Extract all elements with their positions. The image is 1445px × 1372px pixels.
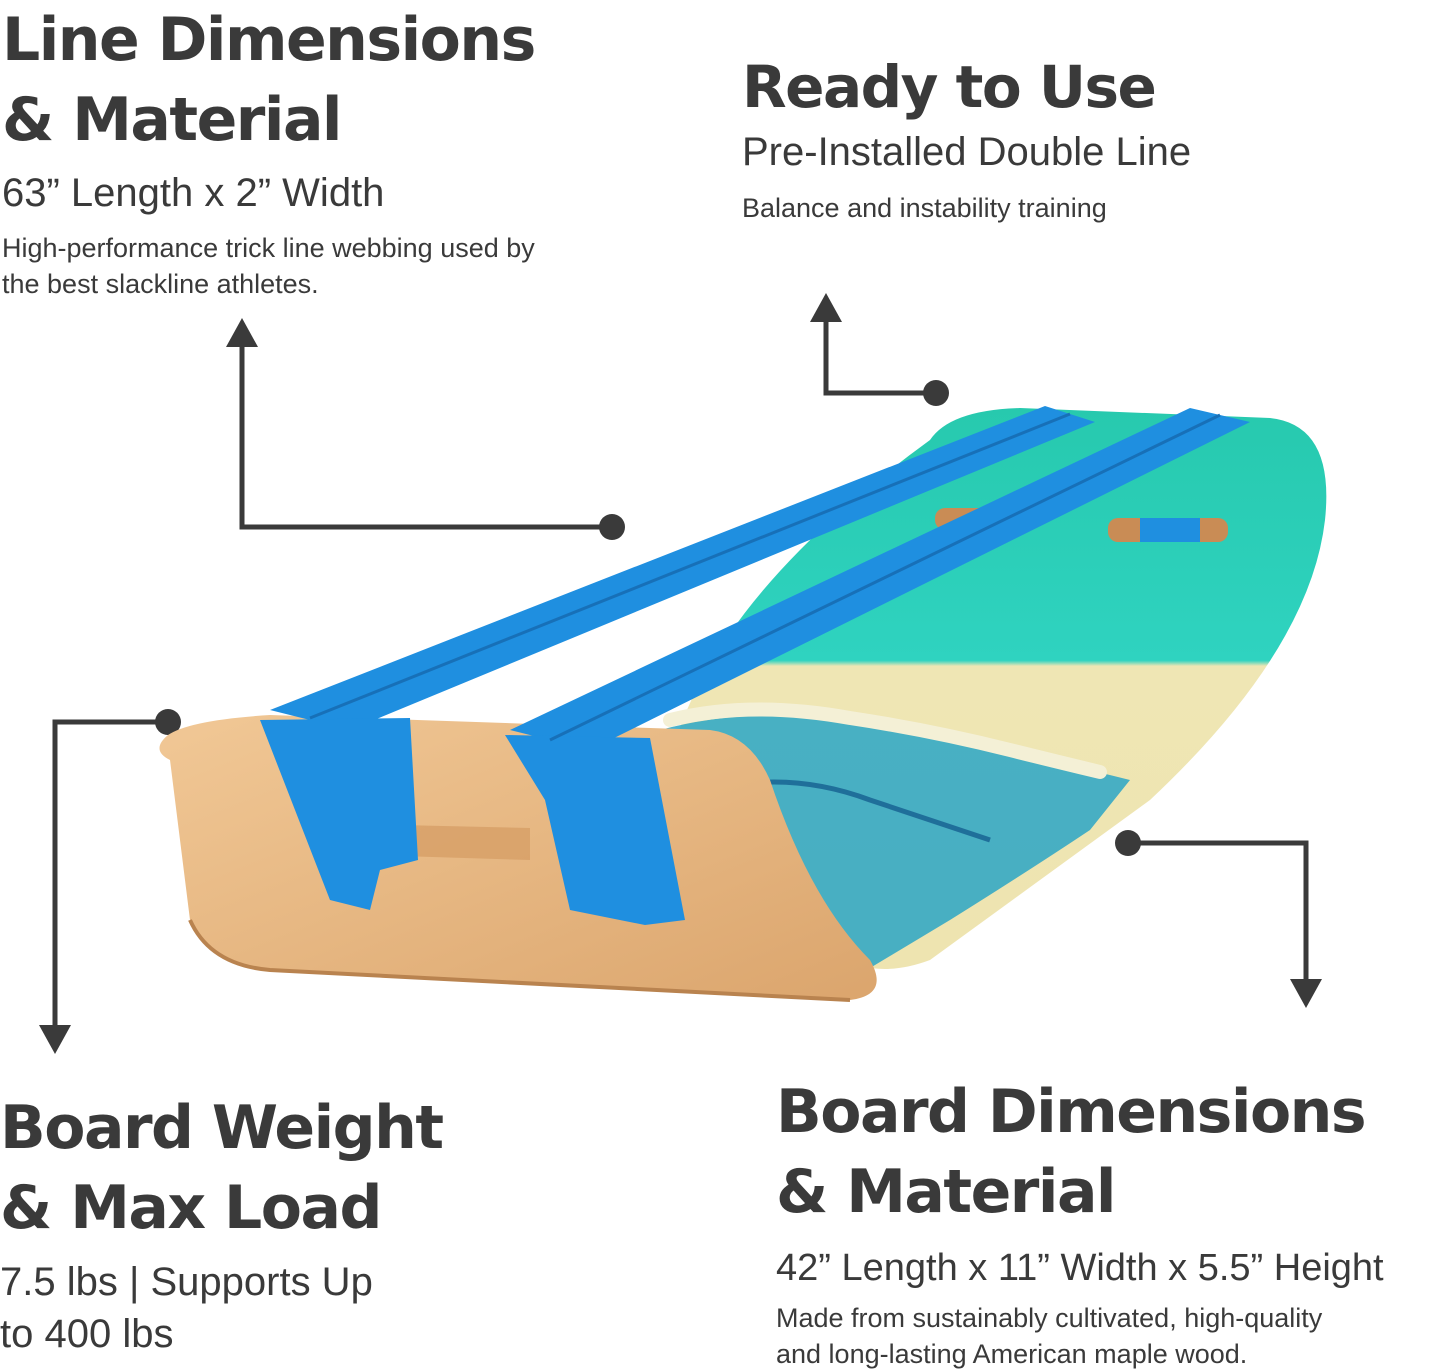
callout-spec: to 400 lbs xyxy=(0,1312,174,1356)
connector-board-weight xyxy=(52,719,168,1035)
callout-title: Ready to Use xyxy=(742,53,1157,121)
callout-board-dimensions: Board Dimensions & Material 42” Length x… xyxy=(776,1072,1444,1372)
connector-dot-line xyxy=(599,514,625,540)
callout-title: Board Dimensions xyxy=(776,1077,1367,1147)
callout-description: and long-lasting American maple wood. xyxy=(776,1339,1248,1369)
connector-board-dimensions xyxy=(1128,840,1309,990)
callout-title: Board Weight xyxy=(0,1093,444,1163)
connector-ready-to-use xyxy=(823,315,936,396)
arrow-up-icon xyxy=(226,318,258,347)
callout-description: Balance and instability training xyxy=(742,193,1107,223)
callout-description: Made from sustainably cultivated, high-q… xyxy=(776,1303,1323,1333)
arrow-down-icon xyxy=(39,1025,71,1054)
callout-ready-to-use: Ready to Use Pre-Installed Double Line B… xyxy=(742,52,1442,226)
connector-line-dimensions xyxy=(239,340,612,530)
balance-board-illustration xyxy=(159,406,1327,1002)
callout-title: Line Dimensions xyxy=(2,5,536,75)
webbing-loop-1 xyxy=(260,718,418,910)
arrow-down-icon xyxy=(1290,979,1322,1008)
wave-foam xyxy=(663,702,1107,779)
callout-title: & Material xyxy=(2,85,343,155)
connector-dot-board xyxy=(1115,830,1141,856)
callout-board-weight: Board Weight & Max Load 7.5 lbs | Suppor… xyxy=(0,1088,640,1360)
arrow-up-icon xyxy=(810,293,842,322)
connector-dot-weight xyxy=(155,709,181,735)
callout-spec: Pre-Installed Double Line xyxy=(742,130,1192,174)
webbing-loop-2 xyxy=(505,735,685,925)
callout-spec: 42” Length x 11” Width x 5.5” Height xyxy=(776,1247,1384,1289)
callout-description: High-performance trick line webbing used… xyxy=(2,233,535,263)
callout-spec: 7.5 lbs | Supports Up xyxy=(0,1260,373,1304)
connector-dot-ready xyxy=(923,380,949,406)
callout-line-dimensions: Line Dimensions & Material 63” Length x … xyxy=(2,0,702,302)
callout-description: the best slackline athletes. xyxy=(2,269,319,299)
callout-title: & Max Load xyxy=(0,1173,382,1243)
callout-spec: 63” Length x 2” Width xyxy=(2,171,385,215)
callout-title: & Material xyxy=(776,1157,1117,1227)
